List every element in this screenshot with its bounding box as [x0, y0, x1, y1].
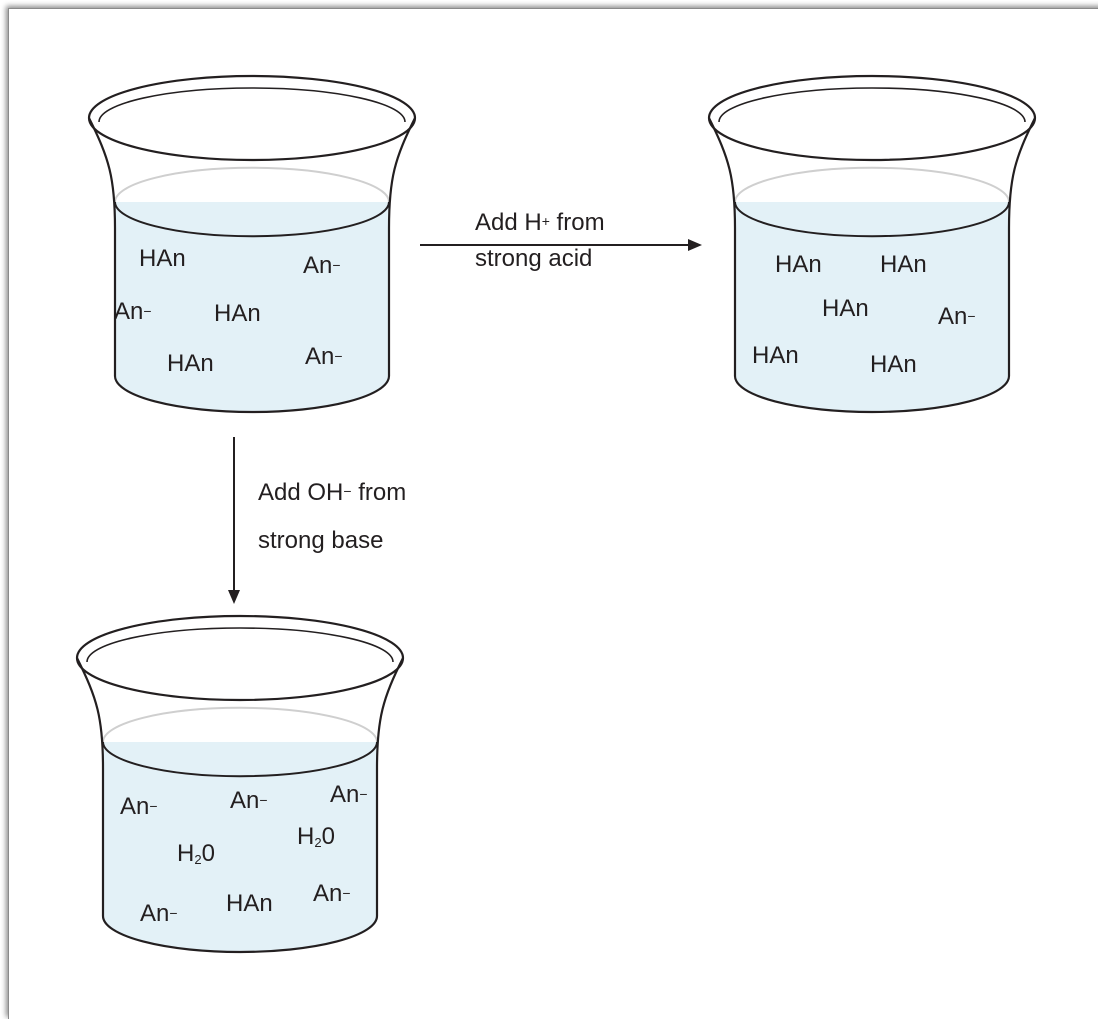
liquid-body	[115, 202, 389, 412]
base-arrow-label: Add OH− from strong base	[258, 475, 406, 559]
buffer-diagram-art	[75, 74, 1037, 954]
beaker-wall-left	[88, 117, 117, 376]
base-label-line2: strong base	[258, 527, 384, 554]
liquid-body	[103, 742, 377, 952]
species-label: An−	[303, 252, 341, 279]
beaker-rim-outer	[87, 74, 417, 162]
species-label: HAn	[139, 245, 186, 272]
liquid-surface-back	[734, 166, 1010, 203]
diagram-canvas: Add H+ from strong acid Add OH− from str…	[8, 8, 1098, 1019]
species-label: An−	[230, 787, 268, 814]
species-label: HAn	[775, 251, 822, 278]
liquid-surface-front	[114, 201, 390, 238]
species-label: HAn	[167, 350, 214, 377]
species-label: HAn	[226, 890, 273, 917]
species-label: An−	[140, 900, 178, 927]
acid-arrowhead	[688, 239, 702, 251]
liquid-body	[735, 202, 1009, 412]
species-label: An−	[305, 343, 343, 370]
beaker-rim-outer	[707, 74, 1037, 162]
beaker-bottom	[113, 375, 391, 414]
acid-label-line1: Add H+ from	[475, 209, 605, 236]
beaker-after-base	[75, 614, 405, 954]
acid-label-line2: strong acid	[475, 245, 593, 272]
beaker-rim-outer	[75, 614, 405, 702]
beaker-rim-inner	[86, 627, 394, 663]
species-label: HAn	[822, 295, 869, 322]
species-label: HAn	[880, 251, 927, 278]
liquid-surface-front	[734, 201, 1010, 238]
species-label: HAn	[752, 342, 799, 369]
beaker-rim-inner	[718, 87, 1026, 123]
beaker-wall-right	[387, 117, 416, 376]
liquid-surface-back	[102, 706, 378, 743]
species-label: HAn	[870, 351, 917, 378]
acid-arrow-label: Add H+ from strong acid	[475, 205, 605, 277]
beaker-rim-inner	[98, 87, 406, 123]
species-label: H20	[177, 840, 215, 867]
base-arrowhead	[228, 590, 240, 604]
species-label: An−	[330, 781, 368, 808]
beaker-wall-right	[375, 657, 404, 916]
base-label-line1: Add OH− from	[258, 479, 407, 506]
species-label: HAn	[214, 300, 261, 327]
beaker-bottom	[733, 375, 1011, 414]
beaker-wall-left	[708, 117, 737, 376]
beaker-initial	[87, 74, 417, 414]
species-label: An−	[313, 880, 351, 907]
species-label: An−	[938, 303, 976, 330]
species-label: An−	[120, 793, 158, 820]
species-label: An−	[114, 298, 152, 325]
liquid-surface-back	[114, 166, 390, 203]
beaker-wall-left	[76, 657, 105, 916]
species-label: H20	[297, 823, 335, 850]
liquid-surface-front	[102, 741, 378, 778]
beaker-wall-right	[1007, 117, 1036, 376]
beaker-bottom	[101, 915, 379, 954]
beaker-after-acid	[707, 74, 1037, 414]
